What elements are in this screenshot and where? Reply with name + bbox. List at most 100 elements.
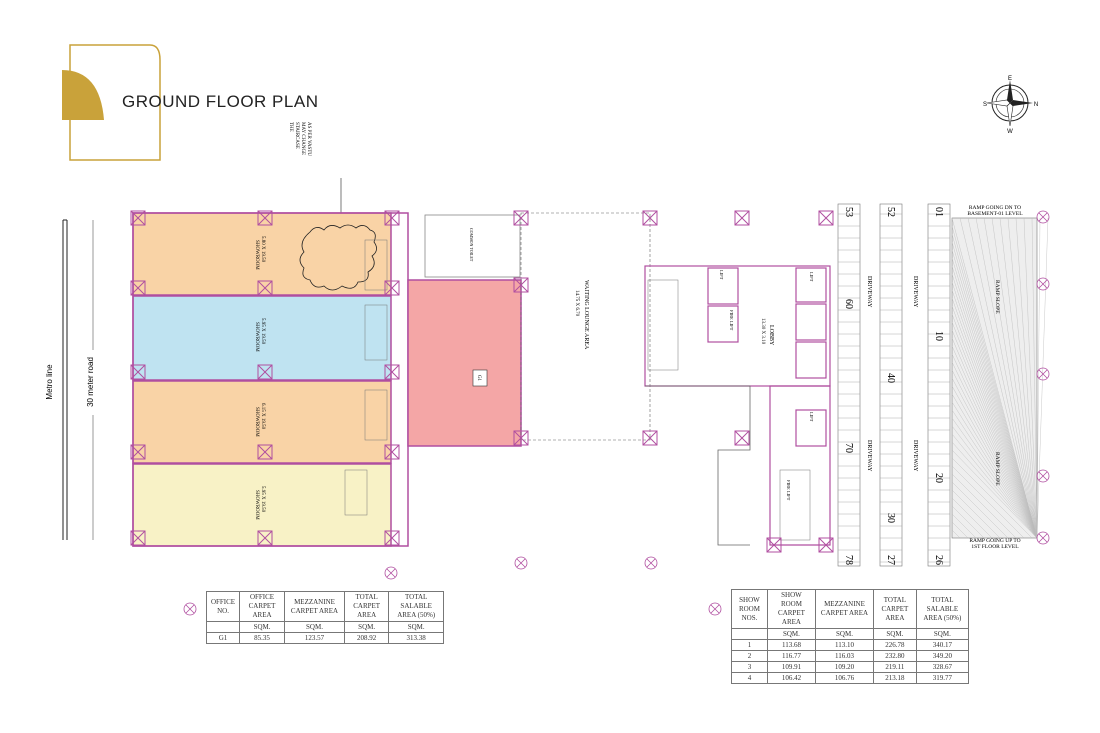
column-marker [257,364,273,380]
ramp-up-level: 1ST FLOOR LEVEL [971,544,1019,550]
column-marker [257,280,273,296]
lift-shafts [707,267,827,447]
table-unit: SQM. [873,628,917,640]
lift-label-2: LIFT [809,272,814,282]
table-cell: 3 [731,661,768,673]
fire-lift-label-2: FIRE LIFT [786,480,791,501]
common-toilet [424,214,521,278]
column-marker [734,430,750,446]
parking-numbers: 53 60 70 78 52 40 30 27 01 10 20 26 [843,207,944,565]
svg-text:MAY CHANGE: MAY CHANGE [300,122,305,155]
driveway-label-3: DRIVEWAY [866,440,872,472]
waiting-lounge-label: WAITING LOUNGE AREA [583,280,589,350]
column-marker [384,210,400,226]
parking-number: 78 [843,555,854,565]
circled-x-icon [514,556,528,570]
column-marker [384,444,400,460]
svg-text:SHOWROOM: SHOWROOM [254,407,259,437]
column-marker [130,444,146,460]
table-header-row: OFFICE NO. OFFICE CARPET AREA MEZZANINE … [205,591,444,622]
table-row: 4 106.42 106.76 213.18 319.77 [731,672,970,684]
table-unit [205,621,241,633]
common-toilet-label: COMMON TOILET [469,228,474,262]
circled-x-icon [1036,210,1050,224]
table-cell: 106.42 [766,672,816,684]
circled-x-icon [384,566,398,580]
table-cell: 4 [731,672,768,684]
parking-number: 60 [843,299,854,309]
fire-lift-label-1: FIRE LIFT [729,310,734,331]
parking-number: 70 [843,443,854,453]
road-label: 30 meter road [86,357,95,407]
table-cell: 113.68 [766,639,816,651]
table-unit: SQM. [814,628,875,640]
svg-text:6.15 X 19.50: 6.15 X 19.50 [260,403,265,430]
parking-number: 52 [885,207,896,217]
column-marker [818,537,834,553]
metro-line-label: Metro line [45,364,54,400]
table-cell: 219.11 [873,661,917,673]
lift-label-3: LIFT [809,412,814,422]
driveway-label-2: DRIVEWAY [912,276,918,308]
table-units-row: SQM. SQM. SQM. SQM. [731,628,970,640]
table-row: 2 116.77 116.03 232.80 349.20 [731,650,970,662]
circled-x-icon [1036,469,1050,483]
showroom-labels: SHOWROOM 5.80 X 19.50 SHOWROOM 5.95 X 19… [254,236,265,520]
svg-text:STAIRCASE: STAIRCASE [294,122,299,149]
page-title: GROUND FLOOR PLAN [122,92,319,111]
compass-s-label: S [983,102,987,108]
metro-line-track [62,219,68,540]
column-marker [257,210,273,226]
parking-number: 40 [885,373,896,383]
svg-text:AS PER VASTU: AS PER VASTU [306,122,311,156]
office-g1-label: G1 [476,375,481,382]
table-cell: 328.67 [915,661,970,673]
table-header: TOTAL CARPET AREA [343,591,390,622]
parking-number: 30 [885,513,896,523]
circled-x-icon [1036,277,1050,291]
compass-e-label: E [1008,76,1012,82]
table-cell: 208.92 [343,632,390,644]
table-units-row: SQM. SQM. SQM. SQM. [205,621,444,633]
driveway-label-1: DRIVEWAY [866,276,872,308]
showroom-area-table: SHOW ROOM NOS. SHOW ROOM CARPET AREA MEZ… [731,589,970,684]
column-marker [642,210,658,226]
table-unit: SQM. [766,628,816,640]
svg-text:SHOWROOM: SHOWROOM [254,322,259,352]
site-markers [183,210,1050,616]
parking-number: 26 [933,555,944,565]
column-marker [257,530,273,546]
column-marker [384,364,400,380]
column-marker [766,537,782,553]
table-header: OFFICE CARPET AREA [239,591,286,622]
table-cell: 226.78 [873,639,917,651]
compass-w-label: W [1007,129,1013,135]
showroom-2 [132,295,392,381]
table-cell: 109.20 [814,661,875,673]
circled-x-icon [1036,367,1050,381]
table-header: SHOW ROOM CARPET AREA [766,589,816,629]
table-unit: SQM. [388,621,444,633]
parking-bays [837,203,951,567]
table-header: TOTAL SALABLE AREA (50%) [915,589,970,629]
lobby-label: LOBBY [768,325,774,346]
table-header: TOTAL SALABLE AREA (50%) [388,591,444,622]
svg-text:SHOWROOM: SHOWROOM [254,240,259,270]
circled-x-icon [1036,531,1050,545]
table-cell: 116.03 [814,650,875,662]
table-cell: 109.91 [766,661,816,673]
table-row: 3 109.91 109.20 219.11 328.67 [731,661,970,673]
table-header: OFFICE NO. [205,591,241,622]
table-cell: 2 [731,650,768,662]
table-unit: SQM. [915,628,970,640]
lobby-dims: 13.30 X 3.10 [760,318,765,345]
table-cell: 232.80 [873,650,917,662]
column-marker [642,430,658,446]
column-marker [257,444,273,460]
column-marker [130,280,146,296]
driveway-label-4: DRIVEWAY [912,440,918,472]
parking-number: 01 [933,207,944,217]
table-header: TOTAL CARPET AREA [873,589,917,629]
compass-icon [986,80,1033,127]
